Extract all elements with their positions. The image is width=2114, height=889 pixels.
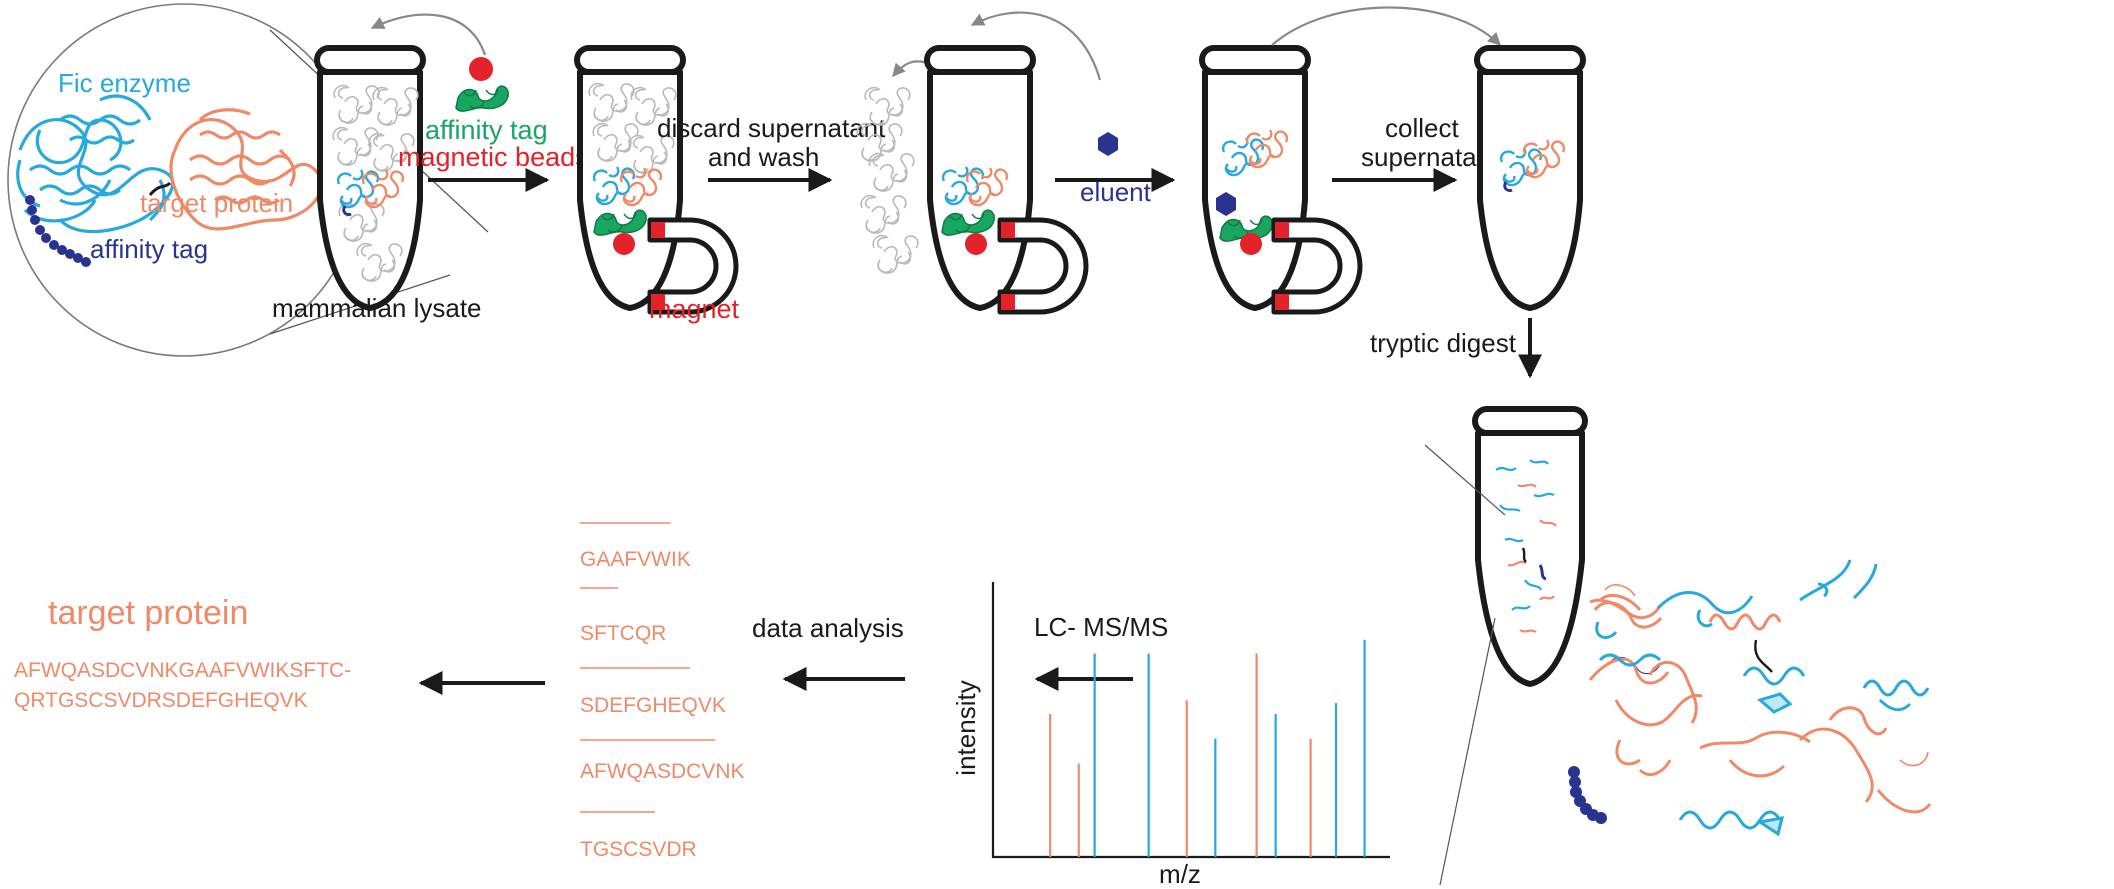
spectrum-peaks bbox=[1049, 639, 1366, 857]
discard-label-line2: and wash bbox=[708, 142, 819, 172]
zoom-line-top bbox=[1424, 444, 1506, 516]
tube-lysate bbox=[314, 45, 426, 311]
lc-msms-label: LC- MS/MS bbox=[1034, 612, 1168, 642]
add-beads-curved-arrow bbox=[370, 13, 487, 56]
peptide-list: GAAFVWIK SFTCQR SDEFGHEQVK AFWQASDCVNK T… bbox=[580, 522, 745, 861]
spectrum-y-label: intensity bbox=[951, 680, 981, 775]
data-analysis-label: data analysis bbox=[752, 613, 904, 643]
magnet-label: magnet bbox=[649, 294, 740, 324]
add-eluent-curved-arrow bbox=[970, 11, 1102, 81]
tube-washed bbox=[924, 45, 1086, 312]
tube-digested bbox=[1472, 406, 1588, 687]
zoom-circle: Fic enzyme target protein affinity tag bbox=[7, 3, 489, 357]
ms-spectrum: m/z intensity bbox=[951, 582, 1390, 889]
peptide-fragments bbox=[1568, 559, 1932, 837]
fic-enzyme-structure bbox=[16, 94, 175, 234]
spectrum-x-label: m/z bbox=[1159, 859, 1201, 889]
affinity-tag-step-label: affinity tag bbox=[425, 115, 548, 145]
result-sequence-line2: QRTGSCSVDRSDEFGHEQVK bbox=[14, 689, 308, 712]
mammalian-lysate-label: mammalian lysate bbox=[272, 293, 482, 323]
collect-label-line2: supernatant bbox=[1361, 142, 1499, 172]
result-title: target protein bbox=[48, 594, 248, 632]
peptide-3: SDEFGHEQVK bbox=[580, 694, 726, 717]
discard-label-line1: discard supernatant bbox=[657, 113, 886, 143]
collect-curved-arrow bbox=[1271, 6, 1501, 46]
peptide-4: AFWQASDCVNK bbox=[580, 760, 745, 783]
affinity-tag-structure bbox=[25, 195, 91, 267]
tube-eluted bbox=[1199, 45, 1360, 312]
peptide-2: SFTCQR bbox=[580, 622, 666, 645]
fic-enzyme-label: Fic enzyme bbox=[58, 68, 191, 98]
eluent-hexagon-icon bbox=[1098, 132, 1118, 156]
peptide-1: GAAFVWIK bbox=[580, 548, 691, 571]
target-protein-label: target protein bbox=[140, 188, 293, 218]
zoom-line-bottom bbox=[1439, 617, 1496, 886]
collect-label-line1: collect bbox=[1385, 113, 1459, 143]
target-protein-structure bbox=[169, 108, 323, 231]
affinity-tag-bead-icon bbox=[455, 57, 509, 112]
tryptic-digest-label: tryptic digest bbox=[1370, 328, 1517, 358]
magnetic-beads-label: magnetic beads bbox=[398, 142, 589, 172]
affinity-tag-label: affinity tag bbox=[90, 234, 208, 264]
result-sequence-line1: AFWQASDCVNKGAAFVWIKSFTC- bbox=[14, 659, 351, 682]
tube-beads-bound bbox=[574, 45, 736, 312]
peptide-5: TGSCSVDR bbox=[580, 838, 697, 861]
tube-purified bbox=[1474, 45, 1586, 311]
